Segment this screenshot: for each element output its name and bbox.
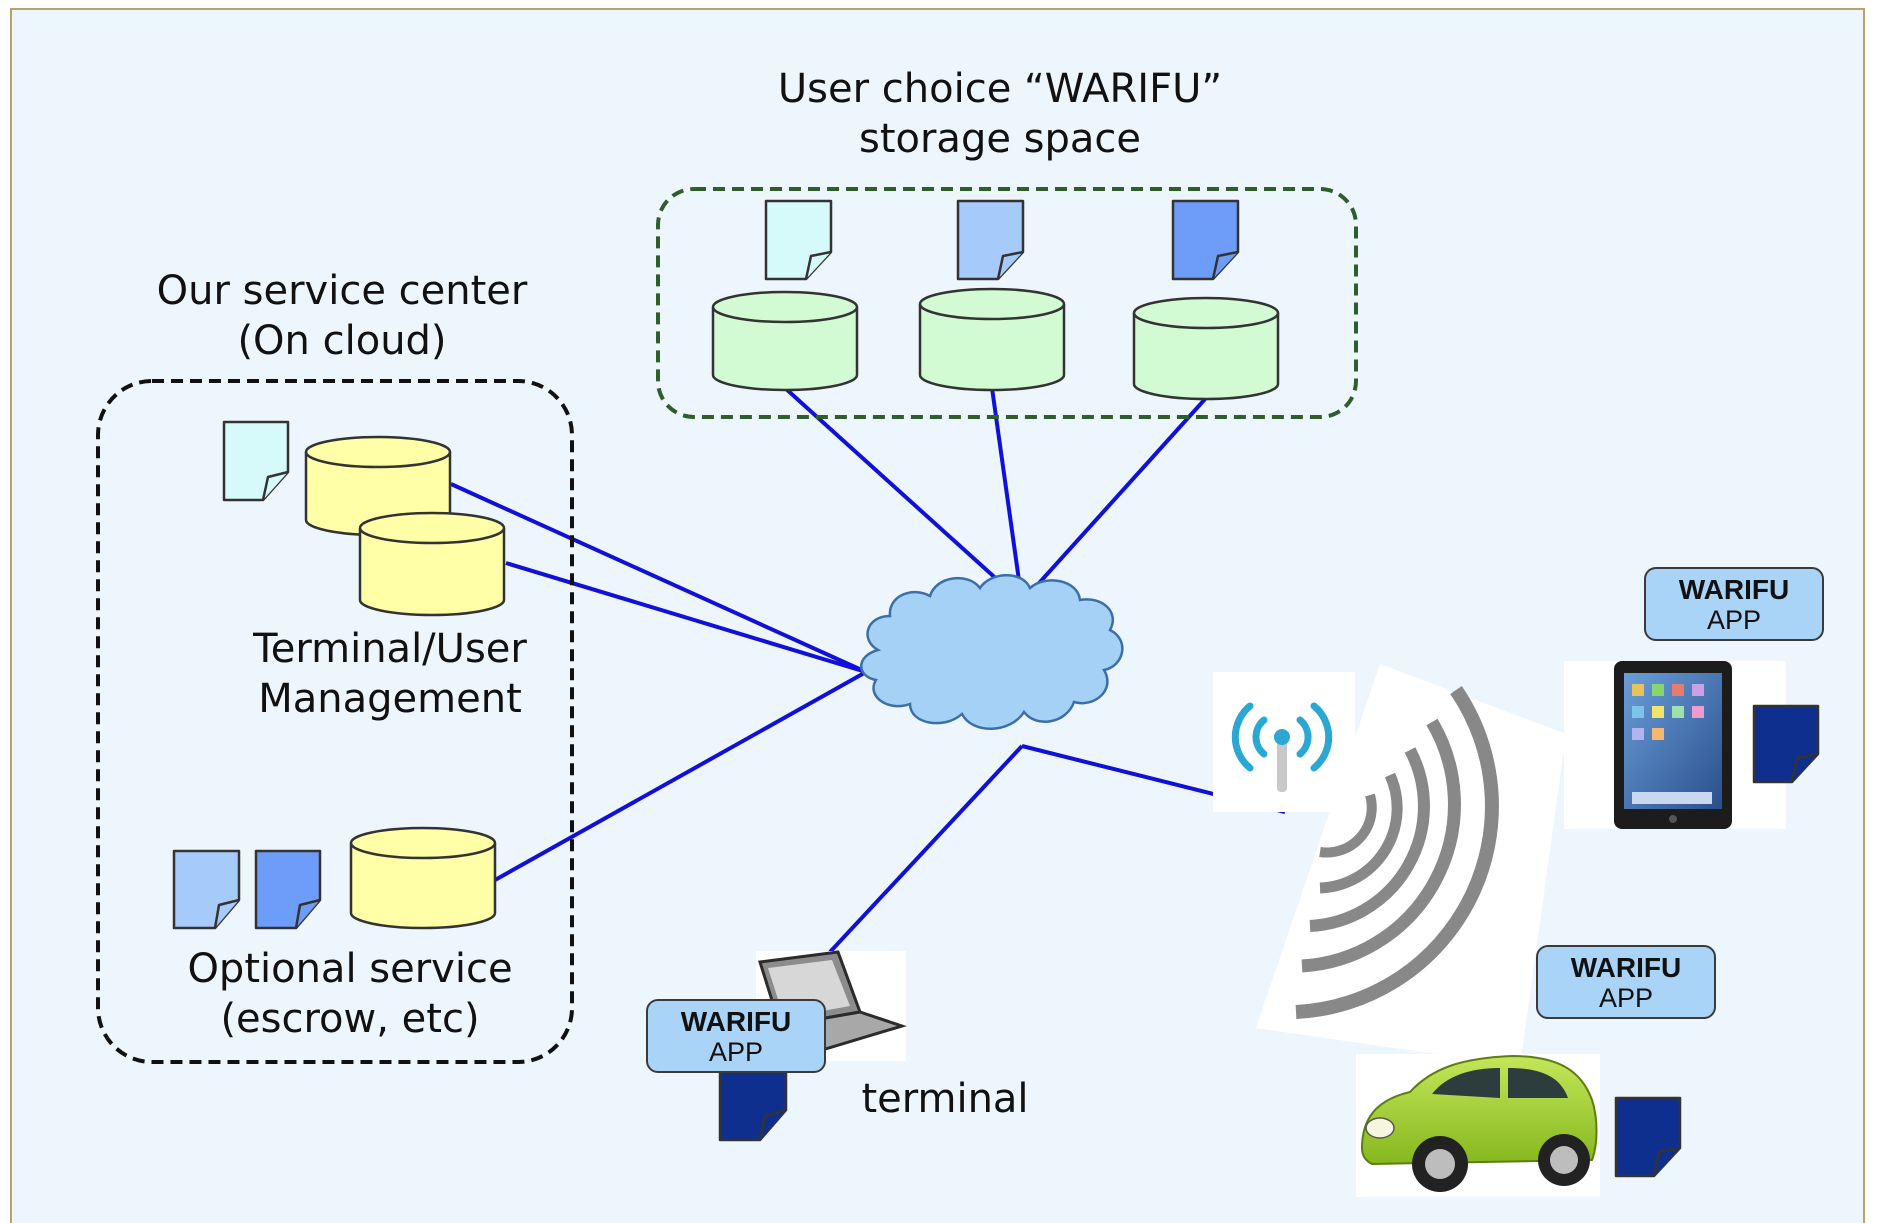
document-icon <box>718 1060 788 1142</box>
document-icon <box>1171 199 1240 281</box>
tablet-icon <box>1564 661 1786 829</box>
connection-lines <box>450 386 1286 954</box>
service-center-group <box>96 379 574 1064</box>
link-optional-db <box>494 670 867 882</box>
warifu-app-badge: WARIFU APP <box>1536 945 1716 1019</box>
user-storage-group <box>656 187 1358 419</box>
optional-label-line1: Optional service <box>187 946 513 992</box>
badge-title: WARIFU <box>680 1006 792 1037</box>
optional-label-line2: (escrow, etc) <box>220 996 480 1042</box>
document-icon <box>172 849 241 930</box>
car-icon <box>1356 1054 1600 1197</box>
user-storage-label: User choice “WARIFU” storage space <box>720 64 1280 164</box>
document-icon <box>1614 1096 1682 1178</box>
badge-title: WARIFU <box>1570 952 1682 983</box>
warifu-app-badge: WARIFU APP <box>646 999 826 1073</box>
document-icon <box>1752 704 1820 784</box>
storage-label-line2: storage space <box>858 116 1141 162</box>
optional-service-label: Optional service (escrow, etc) <box>130 944 570 1044</box>
document-icon <box>764 199 833 281</box>
management-label: Terminal/User Management <box>210 624 570 724</box>
service-center-label: Our service center (On cloud) <box>102 266 582 366</box>
database-icon <box>918 287 1066 392</box>
document-icon <box>222 420 290 502</box>
mgmt-label-line1: Terminal/User <box>253 626 527 672</box>
top-stripe <box>0 0 1879 8</box>
database-icon <box>349 826 497 930</box>
link-storage-3 <box>1020 396 1208 604</box>
warifu-app-badge: WARIFU APP <box>1644 567 1824 641</box>
document-icon <box>254 849 322 930</box>
link-storage-2 <box>990 387 1024 603</box>
link-service-db-1 <box>450 482 867 674</box>
signal-waves-icon <box>1256 664 1566 1066</box>
link-storage-1 <box>783 386 1024 604</box>
badge-subtitle: APP <box>708 1037 764 1067</box>
database-icon <box>1132 296 1280 401</box>
database-icon <box>358 511 506 617</box>
database-icon <box>711 290 859 392</box>
service-label-line2: (On cloud) <box>237 318 447 364</box>
link-terminal <box>828 744 1024 954</box>
badge-subtitle: APP <box>1598 983 1654 1013</box>
mgmt-label-line2: Management <box>258 676 522 722</box>
badge-title: WARIFU <box>1678 574 1790 605</box>
link-service-db-2 <box>505 561 867 674</box>
terminal-label: terminal <box>861 1076 1029 1122</box>
cloud-icon <box>860 574 1124 730</box>
document-icon <box>956 199 1025 281</box>
badge-subtitle: APP <box>1706 605 1762 635</box>
storage-label-line1: User choice “WARIFU” <box>777 66 1223 112</box>
antenna-icon <box>1213 672 1355 812</box>
service-label-line1: Our service center <box>156 268 528 314</box>
